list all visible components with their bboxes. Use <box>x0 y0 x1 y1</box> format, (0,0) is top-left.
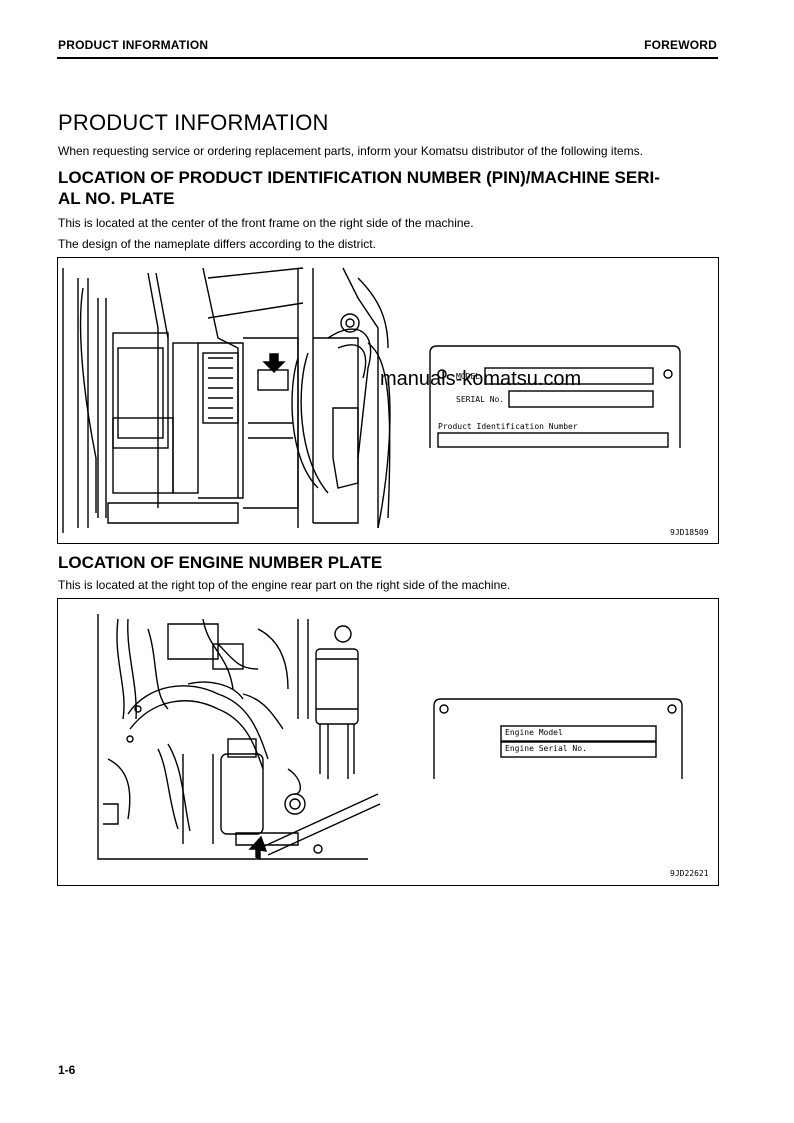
figure1-code: 9JD18509 <box>670 528 709 537</box>
figure-engine-plate-location: Engine Model Engine Serial No. 9JD22621 <box>57 598 719 886</box>
section2-text: This is located at the right top of the … <box>58 578 511 592</box>
section1-text-location: This is located at the center of the fro… <box>58 216 474 230</box>
section1-heading-line2: AL NO. PLATE <box>58 189 175 208</box>
plate-serial-label: SERIAL No. <box>456 395 505 404</box>
section1-heading-line1: LOCATION OF PRODUCT IDENTIFICATION NUMBE… <box>58 168 660 187</box>
watermark: manuals-komatsu.com <box>380 368 582 390</box>
engine-plate-serial-label: Engine Serial No. <box>505 744 587 753</box>
page-title: PRODUCT INFORMATION <box>58 110 329 135</box>
intro-text: When requesting service or ordering repl… <box>58 144 643 158</box>
header-section-title: PRODUCT INFORMATION <box>58 38 209 52</box>
figure-pin-plate-location: MODEL SERIAL No. Product Identification … <box>57 257 719 544</box>
machine-frame-illustration <box>62 267 681 533</box>
section1-text-design: The design of the nameplate differs acco… <box>58 237 376 251</box>
figure2-code: 9JD22621 <box>670 869 709 878</box>
header-rule <box>57 57 718 59</box>
page-number: 1-6 <box>58 1063 76 1077</box>
header-chapter-title: FOREWORD <box>644 38 717 52</box>
section2-heading: LOCATION OF ENGINE NUMBER PLATE <box>58 553 383 572</box>
plate-pin-label: Product Identification Number <box>438 422 578 431</box>
plate-model-label: MODEL <box>456 372 481 381</box>
engine-illustration <box>97 614 683 861</box>
engine-plate-model-label: Engine Model <box>505 728 563 737</box>
